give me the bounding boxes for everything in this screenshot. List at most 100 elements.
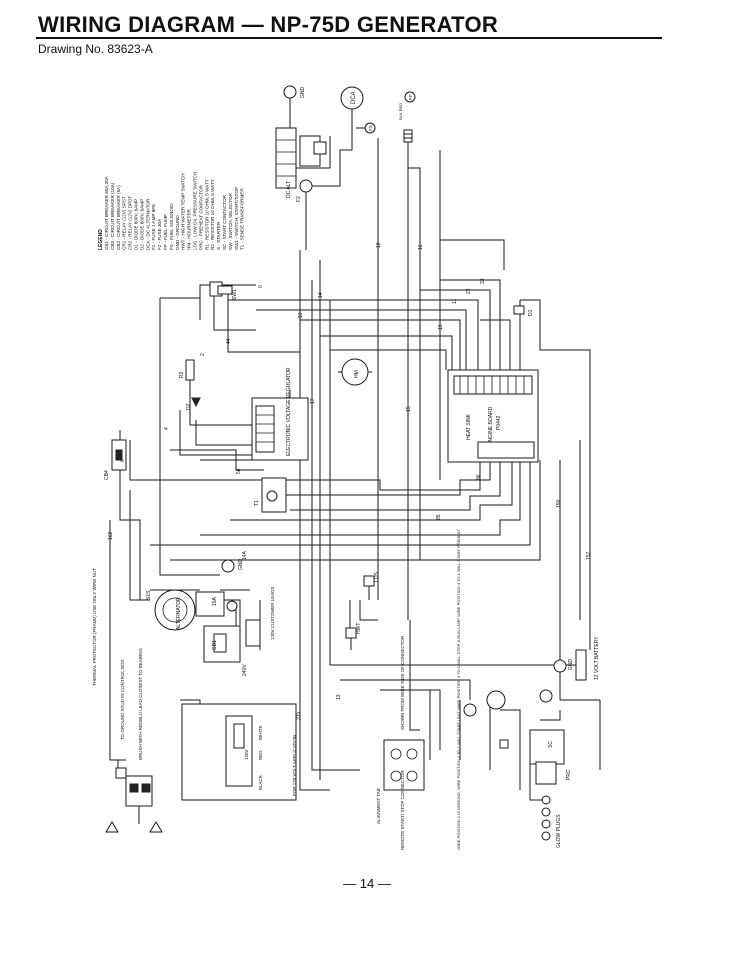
legend-item: LOS - LOW OIL PRESSURE SWITCH bbox=[193, 172, 198, 250]
wire-number: 6 bbox=[120, 459, 126, 462]
legend-item: FS - FUEL SOLENOID bbox=[169, 203, 174, 250]
d1-diode: D1 bbox=[513, 305, 534, 316]
legend-item: CR2 - RELAY (12V) DPDT bbox=[128, 196, 133, 250]
legend-item: SC - START CONTACTOR bbox=[222, 194, 227, 250]
d2-label: D2 bbox=[186, 403, 192, 410]
legend-heading: LEGEND bbox=[98, 229, 104, 250]
d1-label: D1 bbox=[528, 309, 534, 316]
wire-number: 19 bbox=[438, 324, 444, 330]
relay-blocks bbox=[115, 767, 127, 779]
v120-label: 120V bbox=[244, 749, 249, 760]
drawing-number: Drawing No. 83623-A bbox=[38, 42, 153, 56]
thermal-label: THERMAL PROTECTOR (FRAME) USE ONLY WIRE … bbox=[92, 568, 97, 686]
gnd-cb1 bbox=[226, 600, 238, 612]
legend-item: D1 - DIODE 600V, 6AMP bbox=[134, 199, 139, 250]
legend-item: D2 - DIODE 600V, 6AMP bbox=[139, 199, 144, 250]
app-120-label: FOR 120 VOLT APPLICATION bbox=[292, 735, 297, 796]
r2-label: R2 bbox=[179, 371, 185, 378]
legend-item: HWT - HIGH WATER TEMP SWITCH bbox=[181, 173, 186, 250]
sc-label: SC bbox=[548, 741, 554, 748]
dc-alt-label: DC ALT bbox=[286, 181, 292, 198]
alternator: ALTERNATOR bbox=[154, 589, 225, 631]
black-label: BLACK bbox=[258, 775, 263, 790]
legend-item: CR1 - RELAY (12V) SPST bbox=[122, 196, 127, 250]
gnd-battery-label: GND bbox=[568, 659, 574, 671]
wire-number: 14A bbox=[242, 550, 248, 560]
prc-label: PRC bbox=[566, 769, 572, 780]
fs-fuel-solenoid: FS bbox=[356, 122, 376, 134]
legend-item: R2 - RESISTOR 10 OHM, 5 WATT bbox=[210, 179, 215, 250]
legend-item: SW - SWITCH, SELECTOR bbox=[228, 192, 233, 250]
wire-number: 315 bbox=[296, 711, 302, 720]
board-number: P0442 bbox=[496, 415, 502, 430]
alternator-label: ALTERNATOR bbox=[176, 597, 182, 630]
wire-number: 15 bbox=[406, 406, 412, 412]
brush-label: BRUSH WITH REDBLU LEAD CLOSEST TO BEARIN… bbox=[138, 647, 143, 760]
wire-number: 2 bbox=[200, 353, 206, 356]
los-switch: LOS bbox=[363, 571, 380, 600]
gnd-alternator: GND bbox=[221, 559, 244, 573]
legend-item: PRC - PREHEAT CONTACTOR bbox=[198, 184, 203, 250]
wire-labels: 1314171815161911223344024656858615015715… bbox=[108, 242, 592, 720]
board-label: ENGINE BOARD bbox=[488, 406, 494, 445]
wire-number: 13 bbox=[298, 312, 304, 318]
sw1-switch: SW1 bbox=[209, 281, 238, 300]
legend-item: CB1 - CIRCUIT BREAKER 30A,30A bbox=[104, 175, 109, 250]
wire-number: 15A bbox=[212, 596, 218, 606]
voltage-regulator: ELECTRONIC VOLTAGE REGULATOR bbox=[251, 367, 309, 461]
white-label: WHITE bbox=[258, 726, 263, 741]
hwt-label: HWT bbox=[356, 623, 362, 634]
wire-number: 13 bbox=[336, 694, 342, 700]
wire-number: 56 bbox=[236, 468, 242, 474]
cust-120-label: 120V CUSTOMER LEADS bbox=[270, 587, 275, 640]
wire-number: 4 bbox=[164, 427, 170, 430]
legend-item: R1 - RESISTOR 10 OHM, 5 WATT bbox=[204, 179, 209, 250]
t1-transformer: T1 bbox=[254, 477, 287, 513]
dca-alternator: DCA bbox=[340, 86, 364, 135]
wire-number: 162 bbox=[108, 531, 114, 540]
remote-label: REMOTE START/ STOP CONNECTOR bbox=[400, 770, 405, 850]
shown-from-label: SHOWN FROM WIRE SIDE OF CONNECTOR bbox=[400, 635, 405, 730]
remote-connector: SHOWN FROM WIRE SIDE OF CONNECTOR ALIGNM… bbox=[376, 529, 461, 850]
wire-number: 18 bbox=[376, 242, 382, 248]
sw1-label: SW1 bbox=[232, 289, 238, 300]
engine-board: HEAT SINK ENGINE BOARD P0442 bbox=[447, 369, 539, 463]
wire-number: 17 bbox=[310, 398, 316, 404]
dc-alt-connector: DC ALT F2 bbox=[275, 127, 353, 250]
heat-sink-label: HEAT SINK bbox=[466, 413, 472, 440]
cb1-breaker: CB1 240V 120V CUSTOMER LEADS bbox=[203, 587, 275, 676]
fp-label: FP bbox=[408, 94, 413, 100]
plug-label: WIRE POSITION 1 IS GROUND, WIRE POSITION… bbox=[456, 529, 461, 850]
legend-item: CB4 - CIRCUIT BREAKER (5A) bbox=[116, 185, 121, 250]
battery: GND 12 VOLT BATTERY bbox=[553, 636, 600, 681]
glow-label: GLOW PLUGS bbox=[556, 814, 562, 848]
page-number: — 14 — bbox=[343, 876, 391, 891]
blk-red-label: BLK RED bbox=[398, 103, 403, 120]
wire-number: 86 bbox=[476, 474, 482, 480]
gnd-top-label: GND bbox=[300, 87, 306, 99]
f2-label: F2 bbox=[296, 196, 302, 202]
regulator-label: ELECTRONIC VOLTAGE REGULATOR bbox=[286, 367, 292, 456]
alignment-label: ALIGNMENT TAB bbox=[376, 788, 381, 824]
legend-item: FP - FUEL PUMP bbox=[163, 214, 168, 250]
wire-number: 33 bbox=[480, 278, 486, 284]
legend-item: GND - GROUND bbox=[175, 215, 180, 250]
los-label: LOS bbox=[374, 571, 380, 582]
wire-number: 11 bbox=[452, 299, 458, 304]
title-rule bbox=[36, 37, 662, 39]
app-120-box: FOR 120 VOLT APPLICATION BLACK RED WHITE… bbox=[181, 703, 297, 801]
glow-plugs: GLOW PLUGS bbox=[541, 795, 562, 848]
ground-stud: THERMAL PROTECTOR (FRAME) USE ONLY WIRE … bbox=[92, 568, 163, 833]
fp-fuel-pump: FP BLK RED bbox=[398, 91, 421, 190]
legend-item: S - STARTER bbox=[216, 221, 221, 250]
legend-item: F2 - FUSE 30A bbox=[157, 218, 162, 250]
wire-number: 22 bbox=[466, 288, 472, 294]
gnd-top: GND bbox=[283, 85, 306, 128]
dca-label: DCA bbox=[351, 91, 357, 104]
red-label-120: RED bbox=[258, 750, 263, 760]
battery-label: 12 VOLT BATTERY bbox=[594, 636, 600, 680]
fs-label: FS bbox=[368, 125, 373, 131]
wire-number: 157 bbox=[586, 551, 592, 560]
